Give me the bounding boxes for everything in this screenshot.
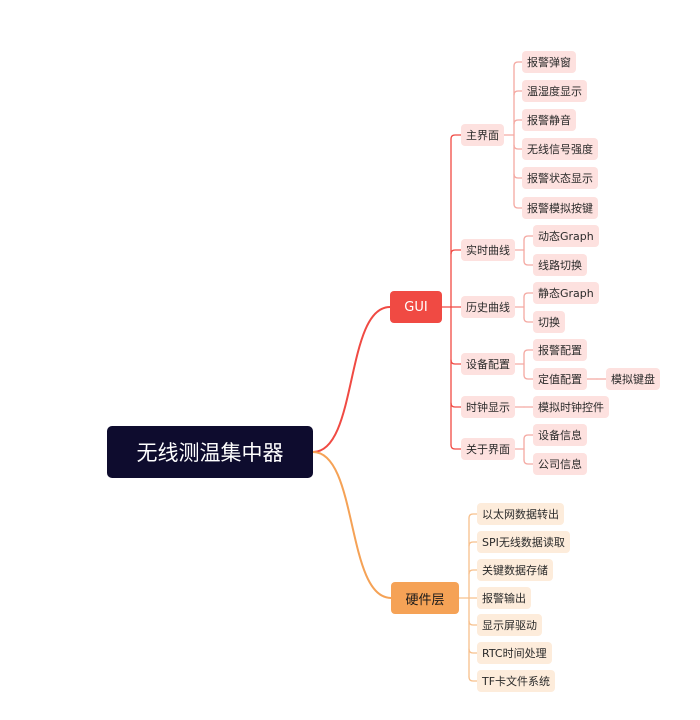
edge-hardware-branch [468, 569, 478, 575]
sub-main-screen[interactable]: 主界面 [461, 124, 504, 146]
edge-main-branch [513, 119, 523, 125]
leaf-item[interactable]: 线路切换 [533, 254, 587, 276]
edge-hardware-branch [468, 513, 478, 519]
sub-history-curve[interactable]: 历史曲线 [461, 296, 515, 318]
edge-hardware-branch [468, 648, 478, 654]
edge-main-branch [513, 144, 523, 150]
sub-about-screen[interactable]: 关于界面 [461, 438, 515, 460]
leaf-item[interactable]: 温湿度显示 [522, 80, 587, 102]
edge-gui-branch [450, 134, 462, 140]
leaf-item[interactable]: 切换 [533, 311, 565, 333]
edge-realtime-branch [523, 235, 534, 241]
edge-root-hardware [312, 451, 392, 599]
hw-item[interactable]: 关键数据存储 [477, 559, 553, 581]
leaf-item[interactable]: 模拟时钟控件 [533, 396, 609, 418]
edge-realtime-branch [523, 260, 534, 266]
hw-item[interactable]: 显示屏驱动 [477, 614, 542, 636]
edge-hardware-branch [468, 620, 478, 626]
hw-item[interactable]: RTC时间处理 [477, 642, 552, 664]
leaf-virtual-keyboard[interactable]: 模拟键盘 [606, 368, 660, 390]
edge-gui-branch [450, 249, 462, 255]
edge-config-branch [523, 374, 534, 380]
leaf-item[interactable]: 定值配置 [533, 368, 587, 390]
leaf-item[interactable]: 静态Graph [533, 282, 599, 304]
leaf-item[interactable]: 设备信息 [533, 424, 587, 446]
leaf-item[interactable]: 报警状态显示 [522, 167, 598, 189]
edge-config-branch [523, 349, 534, 355]
edge-history-branch [523, 292, 534, 298]
hw-item[interactable]: TF卡文件系统 [477, 670, 556, 692]
edge-gui-branch [450, 402, 462, 408]
branch-hardware[interactable]: 硬件层 [391, 582, 459, 614]
edge-about-branch [523, 434, 534, 440]
edge-gui-branch [450, 359, 462, 365]
edge-history-branch [523, 317, 534, 323]
edge-hardware-branch [468, 676, 478, 682]
leaf-item[interactable]: 公司信息 [533, 453, 587, 475]
leaf-item[interactable]: 报警配置 [533, 339, 587, 361]
edge-about-branch [523, 459, 534, 465]
hw-item[interactable]: 报警输出 [477, 587, 531, 609]
edge-main-branch [513, 203, 523, 209]
branch-gui[interactable]: GUI [390, 291, 442, 323]
hw-item[interactable]: SPI无线数据读取 [477, 531, 570, 553]
leaf-item[interactable]: 无线信号强度 [522, 138, 598, 160]
leaf-item[interactable]: 报警弹窗 [522, 51, 576, 73]
root-node[interactable]: 无线测温集中器 [107, 426, 313, 478]
sub-clock-display[interactable]: 时钟显示 [461, 396, 515, 418]
leaf-item[interactable]: 报警模拟按键 [522, 197, 598, 219]
edge-main-branch [513, 90, 523, 96]
edge-gui-branch [450, 444, 462, 450]
edge-main-branch [513, 173, 523, 179]
leaf-item[interactable]: 报警静音 [522, 109, 576, 131]
sub-realtime-curve[interactable]: 实时曲线 [461, 239, 515, 261]
edge-hardware-branch [468, 541, 478, 547]
sub-device-config[interactable]: 设备配置 [461, 353, 515, 375]
edge-main-branch [513, 61, 523, 67]
leaf-item[interactable]: 动态Graph [533, 225, 599, 247]
hw-item[interactable]: 以太网数据转出 [477, 503, 564, 525]
edge-root-gui [312, 306, 391, 453]
